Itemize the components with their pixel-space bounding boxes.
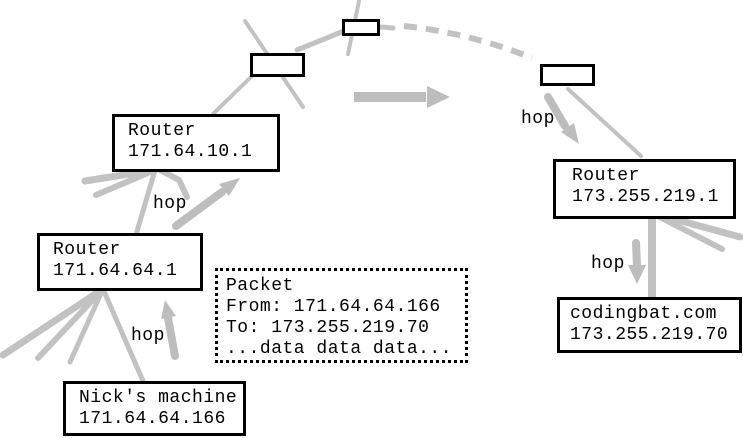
fan-line-routerB-2 [35,286,106,361]
unlabeled-router-box-3 [540,64,595,86]
node-label: Router [53,240,121,260]
link-line-miniA-miniB [294,28,347,53]
link-stub-miniB-right [378,24,396,31]
packet-callout: Packet From: 171.64.64.166 To: 173.255.2… [215,268,468,363]
hop3-arrow-shaft [544,93,569,130]
node-label: codingbat.com [570,304,717,324]
node-codingbat-server: codingbat.com 173.255.219.70 [557,297,742,353]
fan-line-routerB-3 [67,286,106,365]
node-label: Router [572,166,640,186]
dashed-link-line [403,23,534,61]
unlabeled-router-box-1 [250,53,305,77]
node-router-171-64-64-1: Router 171.64.64.1 [37,233,203,291]
hop1-arrow-shaft [164,314,179,360]
node-ip: 171.64.64.1 [53,261,178,281]
transit-arrow-head [427,86,450,108]
link-line-routerB-routerA [130,167,158,248]
node-ip: 171.64.64.166 [79,409,226,429]
fan-line-routerA-3 [155,166,190,200]
fan-line-routerB-1 [0,285,107,359]
node-ip: 173.255.219.70 [570,325,729,345]
node-ip: 171.64.10.1 [128,142,253,162]
hop2-arrow-head [219,178,240,196]
hop4-arrow-shaft [632,239,641,270]
node-label: Nick's machine [79,388,238,408]
hop3-arrow-head [561,123,579,144]
node-ip: 173.255.219.1 [572,187,719,207]
link-line-nick-routerB [100,286,146,384]
node-router-173-255-219-1: Router 173.255.219.1 [553,159,736,219]
hop4-arrow-head [628,265,646,284]
hop-label-4: hop [591,254,625,274]
hop-label-2: hop [153,194,187,214]
fan-line-routerA-2 [93,167,158,198]
packet-to: To: 173.255.219.70 [226,318,430,338]
unlabeled-router-box-2 [342,19,380,36]
packet-payload: ...data data data... [226,339,453,359]
hop2-arrow-shaft [172,188,226,230]
packet-title: Packet [226,276,294,296]
hop-label-1: hop [131,326,165,346]
node-router-171-64-10-1: Router 171.64.10.1 [112,114,280,172]
packet-from: From: 171.64.64.166 [226,297,441,317]
hop1-arrow-head [161,300,176,319]
link-line-routerA-miniA [211,74,254,116]
node-nicks-machine: Nick's machine 171.64.64.166 [63,381,246,436]
fan-line-routerC-2 [649,210,725,252]
node-label: Router [128,121,196,141]
link-line-miniC-routerC [566,87,643,158]
hop-label-3: hop [521,109,555,129]
